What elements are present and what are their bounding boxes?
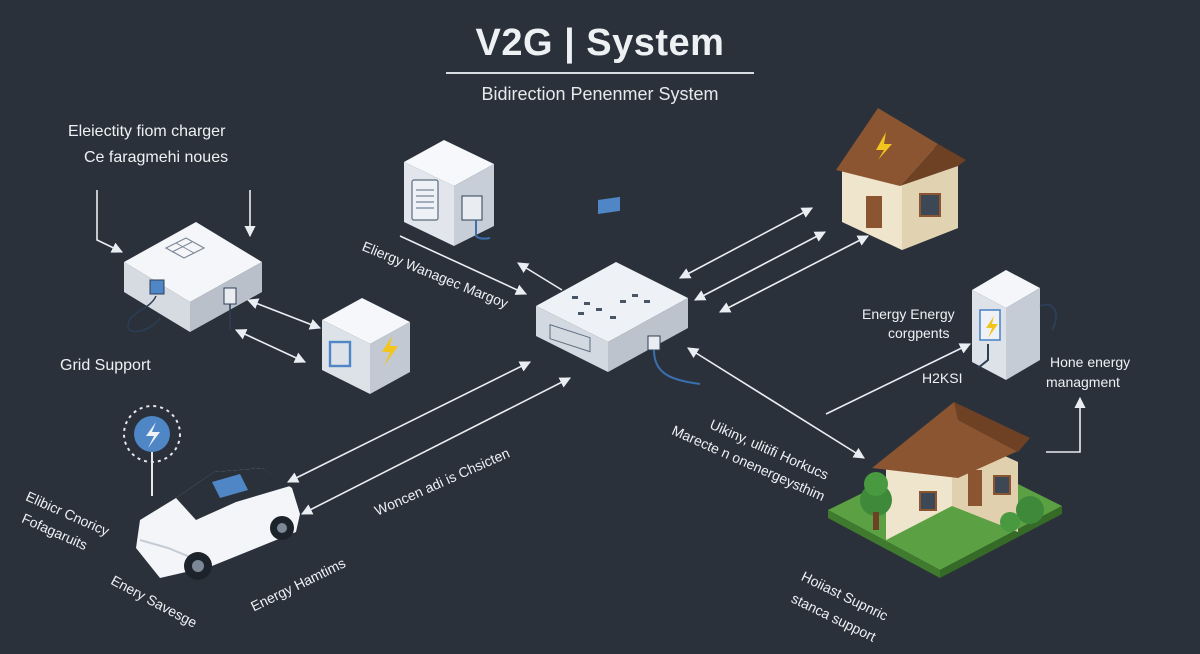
charger-sign bbox=[123, 405, 181, 496]
pointer-left bbox=[96, 190, 124, 253]
label-home-energy-1: Hone energy bbox=[1050, 354, 1131, 370]
arrow-hub-bottom-house bbox=[687, 347, 865, 459]
label-h2ksi: H2KSI bbox=[922, 370, 963, 386]
connector-arrows bbox=[96, 190, 1086, 515]
charge-bolt-icon bbox=[146, 422, 160, 448]
arrow-hub-device bbox=[517, 262, 563, 291]
diagram-title: V2G | System bbox=[475, 22, 725, 64]
label-charger-top-1: Eleiectity fiom charger bbox=[68, 123, 226, 140]
bottom-house bbox=[828, 402, 1062, 578]
arrow-box-battery-2 bbox=[234, 329, 307, 363]
electric-car bbox=[136, 468, 300, 580]
wall-panel bbox=[972, 270, 1057, 380]
label-grid-support: Grid Support bbox=[60, 357, 151, 374]
label-charger-top-2: Ce faragmehi noues bbox=[84, 149, 229, 166]
arrow-label-hub bbox=[399, 235, 528, 295]
diagram-subtitle: Bidirection Penenmer System bbox=[481, 84, 719, 104]
arrow-hub-house-1 bbox=[679, 207, 813, 279]
house-bolt-icon bbox=[876, 132, 892, 160]
arrow-hub-house-3 bbox=[719, 235, 869, 313]
label-energy-energy-2: corgpents bbox=[888, 325, 950, 341]
title-divider bbox=[446, 72, 754, 74]
arrow-hub-car-2 bbox=[301, 377, 571, 515]
panel-bolt-icon bbox=[986, 316, 998, 338]
central-hub bbox=[536, 196, 701, 385]
bolt-icon bbox=[382, 336, 398, 366]
arrow-hub-house-2 bbox=[694, 231, 826, 301]
arrow-house-panel bbox=[825, 343, 972, 415]
top-house bbox=[836, 108, 966, 250]
meter-device bbox=[404, 140, 494, 246]
battery-unit bbox=[322, 298, 410, 394]
label-energy-energy-1: Energy Energy bbox=[862, 306, 955, 322]
arrow-box-battery-1 bbox=[246, 298, 322, 330]
label-home-energy-2: managment bbox=[1046, 374, 1120, 390]
arrow-home-energy bbox=[1046, 396, 1086, 453]
grid-unit-box bbox=[124, 222, 262, 333]
